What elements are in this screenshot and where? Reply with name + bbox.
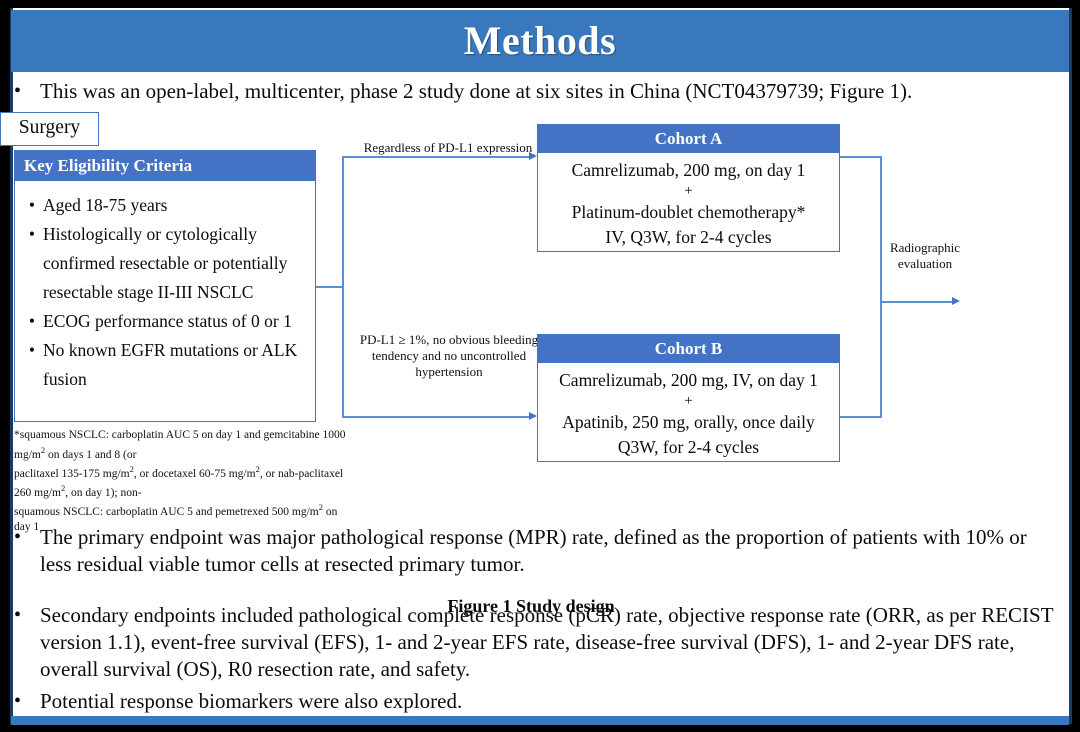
- connector-branch-top: [342, 156, 531, 158]
- connector-cohort-a-out: [840, 156, 882, 158]
- list-item: • Histologically or cytologically confir…: [21, 220, 307, 307]
- connector-label-top: Regardless of PD-L1 expression: [363, 140, 533, 155]
- surgery-label: Surgery: [18, 117, 81, 138]
- list-item-label: Histologically or cytologically confirme…: [43, 224, 288, 302]
- bullet-text: Secondary endpoints included pathologica…: [40, 603, 1054, 681]
- list-item-label: ECOG performance status of 0 or 1: [43, 311, 292, 331]
- lead-bullet: • This was an open-label, multicenter, p…: [14, 78, 1054, 105]
- eligibility-list: • Aged 18-75 years • Histologically or c…: [15, 181, 315, 394]
- arrow-head-icon: [529, 412, 537, 420]
- study-design-figure: Key Eligibility Criteria • Aged 18-75 ye…: [0, 112, 1062, 616]
- cohort-a-line-2: Platinum-doublet chemotherapy*: [571, 202, 806, 222]
- bullet-marker: •: [14, 604, 22, 626]
- surgery-box: Surgery: [0, 112, 99, 146]
- connector-trunk: [342, 156, 344, 418]
- cohort-b-plus: +: [684, 393, 693, 409]
- cohort-a-box: Cohort A Camrelizumab, 200 mg, on day 1 …: [537, 124, 840, 252]
- figure-footnote: *squamous NSCLC: carboplatin AUC 5 on da…: [14, 428, 350, 534]
- cohort-b-line-3: Q3W, for 2-4 cycles: [617, 437, 760, 457]
- cohort-b-line-2: Apatinib, 250 mg, orally, once daily: [562, 412, 815, 432]
- bullet-marker: •: [14, 526, 22, 548]
- bullet-marker: •: [14, 80, 22, 102]
- connector-branch-bottom: [342, 416, 531, 418]
- lead-bullet-text: This was an open-label, multicenter, pha…: [40, 79, 913, 103]
- connector-label-right: Radiographic evaluation: [889, 240, 961, 271]
- bullet-secondary-endpoints: • Secondary endpoints included pathologi…: [14, 602, 1054, 683]
- cohort-b-line-1: Camrelizumab, 200 mg, IV, on day 1: [559, 370, 818, 390]
- cohort-a-line-3: IV, Q3W, for 2-4 cycles: [605, 227, 772, 247]
- footnote-line: squamous NSCLC: carboplatin AUC 5 and pe…: [14, 502, 338, 533]
- list-item-label: Aged 18-75 years: [43, 195, 168, 215]
- bullet-marker: •: [28, 224, 36, 244]
- connector-merge-trunk: [880, 156, 882, 418]
- bullet-marker: •: [28, 195, 36, 215]
- bullet-marker: •: [28, 311, 36, 331]
- list-item-label: No known EGFR mutations or ALK fusion: [43, 340, 298, 389]
- connector-cohort-b-out: [840, 416, 882, 418]
- cohort-b-header: Cohort B: [538, 335, 839, 363]
- cohort-a-plus: +: [684, 183, 693, 199]
- bullet-text: Potential response biomarkers were also …: [40, 689, 463, 713]
- page-title: Methods: [463, 18, 617, 63]
- footnote-line: *squamous NSCLC: carboplatin AUC 5 on da…: [14, 429, 346, 461]
- bullet-biomarkers: • Potential response biomarkers were als…: [14, 688, 1054, 715]
- figure-caption: Figure 1 Study design: [447, 596, 615, 616]
- bullet-primary-endpoint: • The primary endpoint was major patholo…: [14, 524, 1054, 578]
- cohort-b-body: Camrelizumab, 200 mg, IV, on day 1 + Apa…: [538, 363, 839, 460]
- eligibility-criteria-box: Key Eligibility Criteria • Aged 18-75 ye…: [14, 150, 316, 422]
- connector-label-bottom: PD-L1 ≥ 1%, no obvious bleeding tendency…: [359, 332, 539, 379]
- cohort-a-header: Cohort A: [538, 125, 839, 153]
- bullet-text: The primary endpoint was major pathologi…: [40, 525, 1027, 576]
- bullet-marker: •: [14, 690, 22, 712]
- cohort-a-line-1: Camrelizumab, 200 mg, on day 1: [571, 160, 806, 180]
- bottom-banner: [11, 716, 1069, 725]
- list-item: • No known EGFR mutations or ALK fusion: [21, 336, 307, 394]
- connector-stem: [316, 286, 344, 288]
- footnote-line: paclitaxel 135-175 mg/m2, or docetaxel 6…: [14, 463, 344, 499]
- bullet-marker: •: [28, 340, 36, 360]
- list-item: • ECOG performance status of 0 or 1: [21, 307, 307, 336]
- eligibility-header: Key Eligibility Criteria: [15, 151, 315, 181]
- arrow-head-icon: [529, 152, 537, 160]
- list-item: • Aged 18-75 years: [21, 191, 307, 220]
- connector-to-surgery: [880, 301, 954, 303]
- cohort-a-body: Camrelizumab, 200 mg, on day 1 + Platinu…: [538, 153, 839, 250]
- cohort-b-box: Cohort B Camrelizumab, 200 mg, IV, on da…: [537, 334, 840, 462]
- title-banner: Methods: [11, 10, 1069, 72]
- arrow-head-icon: [952, 297, 960, 305]
